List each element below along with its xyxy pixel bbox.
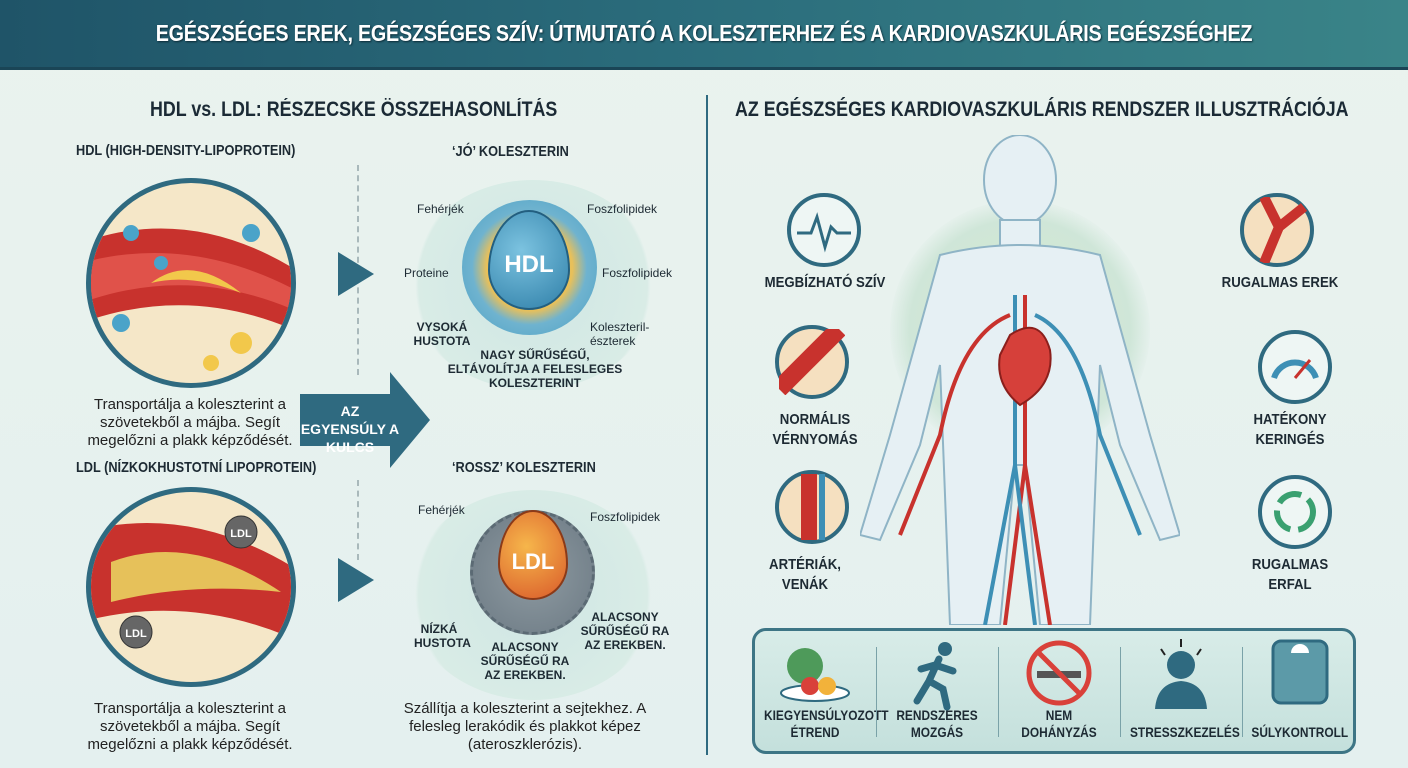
hdl-drop: HDL [488, 210, 570, 310]
habit-stress: STRESSZKEZELÉS [1121, 631, 1241, 751]
habit-weight: SÚLYKONTROLL [1243, 631, 1355, 751]
label-proteins: Fehérjék [417, 202, 464, 216]
label-low-density-2: ALACSONY SŰRŰSÉGŰ RA AZ EREKBEN. [480, 640, 570, 682]
habit-label: NEM DOHÁNYZÁS [1021, 707, 1097, 740]
healthy-habits-panel: KIEGYENSÚLYOZOTT ÉTREND RENDSZERES MOZGÁ… [752, 628, 1356, 754]
habit-label: STRESSZKEZELÉS [1130, 724, 1240, 740]
gauge-icon [1258, 330, 1332, 404]
heartbeat-icon [787, 193, 861, 267]
no-smoking-icon [1026, 640, 1092, 706]
body-illustration [858, 134, 1182, 626]
divider-dashed [357, 480, 359, 560]
scale-icon [1271, 639, 1329, 705]
salad-icon [780, 648, 850, 702]
ldl-drop: LDL [498, 510, 568, 600]
habit-label: KIEGYENSÚLYOZOTT ÉTREND [764, 707, 889, 740]
cycle-icon [1258, 475, 1332, 549]
label-proteine: Proteine [404, 266, 449, 280]
hdl-caption: NAGY SŰRŰSÉGŰ, ELTÁVOLÍTJA A FELESLEGES … [447, 348, 623, 390]
header-banner: EGÉSZSÉGES EREK, EGÉSZSÉGES SZÍV: ÚTMUTA… [0, 0, 1408, 70]
habit-label: RENDSZERES MOZGÁS [896, 707, 978, 740]
label-proteins: Fehérjék [418, 503, 465, 517]
habit-diet: KIEGYENSÚLYOZOTT ÉTREND [755, 631, 889, 751]
feature-label: NORMÁLIS VÉRNYOMÁS [772, 411, 858, 448]
ldl-badge: LDL [230, 528, 252, 540]
feature-label: MEGBÍZHATÓ SZÍV [764, 274, 886, 291]
label-esters: Koleszteril-észterek [590, 320, 650, 348]
ldl-description: Transportálja a koleszterint a szövetekb… [87, 700, 293, 753]
ldl-badge: LDL [125, 628, 147, 640]
runner-icon [913, 642, 957, 711]
label-density: NÍZKÁ HUSTOTA [414, 622, 471, 650]
habit-exercise: RENDSZERES MOZGÁS [877, 631, 997, 751]
label-low-density: ALACSONY SŰRŰSÉGŰ RA AZ EREKBEN. [580, 610, 670, 652]
heart-icon [998, 326, 1052, 407]
hdl-description: Transportálja a koleszterint a szövetekb… [87, 396, 293, 449]
artery-icon [772, 322, 849, 399]
ldl-caption: Szállítja a koleszterint a sejtekhez. A … [403, 700, 647, 753]
good-cholesterol-title: ‘JÓ’ KOLESZTERIN [452, 143, 569, 160]
feature-label: ARTÉRIÁK, VENÁK [769, 556, 841, 593]
ldl-vessel-illustration: LDL LDL [86, 487, 296, 687]
hdl-vessel-illustration [86, 178, 296, 388]
label-density: VYSOKÁ HUSTOTA [413, 320, 471, 348]
section-divider [706, 95, 708, 755]
label-phospholipids: Foszfolipidek [590, 510, 661, 524]
hdl-title: HDL (HIGH-DENSITY-LIPOPROTEIN) [76, 142, 296, 159]
vessel-icon [775, 470, 849, 544]
label-phospholipids: Foszfolipidek [587, 202, 658, 216]
stress-icon [1155, 639, 1207, 709]
branch-vessel-icon [1240, 193, 1314, 267]
feature-label: RUGALMAS EREK [1221, 274, 1339, 291]
label-phospholipids-2: Foszfolipidek [602, 266, 673, 280]
arrow-right-icon [338, 558, 374, 602]
feature-label: HATÉKONY KERINGÉS [1253, 411, 1327, 448]
right-heading: AZ EGÉSZSÉGES KARDIOVASZKULÁRIS RENDSZER… [735, 98, 1349, 121]
balance-arrow: AZ EGYENSÚLY A KULCS [300, 372, 430, 468]
habit-label: SÚLYKONTROLL [1251, 724, 1349, 740]
left-heading: HDL vs. LDL: RÉSZECSKE ÖSSZEHASONLÍTÁS [150, 98, 558, 121]
bad-cholesterol-title: ‘ROSSZ’ KOLESZTERIN [452, 459, 596, 476]
feature-label: RUGALMAS ERFAL [1251, 556, 1329, 593]
page-title: EGÉSZSÉGES EREK, EGÉSZSÉGES SZÍV: ÚTMUTA… [155, 20, 1253, 46]
arrow-right-icon [338, 252, 374, 296]
ldl-title: LDL (NÍZKOKHUSTOTNÍ LIPOPROTEIN) [76, 459, 317, 476]
habit-no-smoking: NEM DOHÁNYZÁS [999, 631, 1119, 751]
balance-text: AZ EGYENSÚLY A KULCS [300, 403, 400, 455]
